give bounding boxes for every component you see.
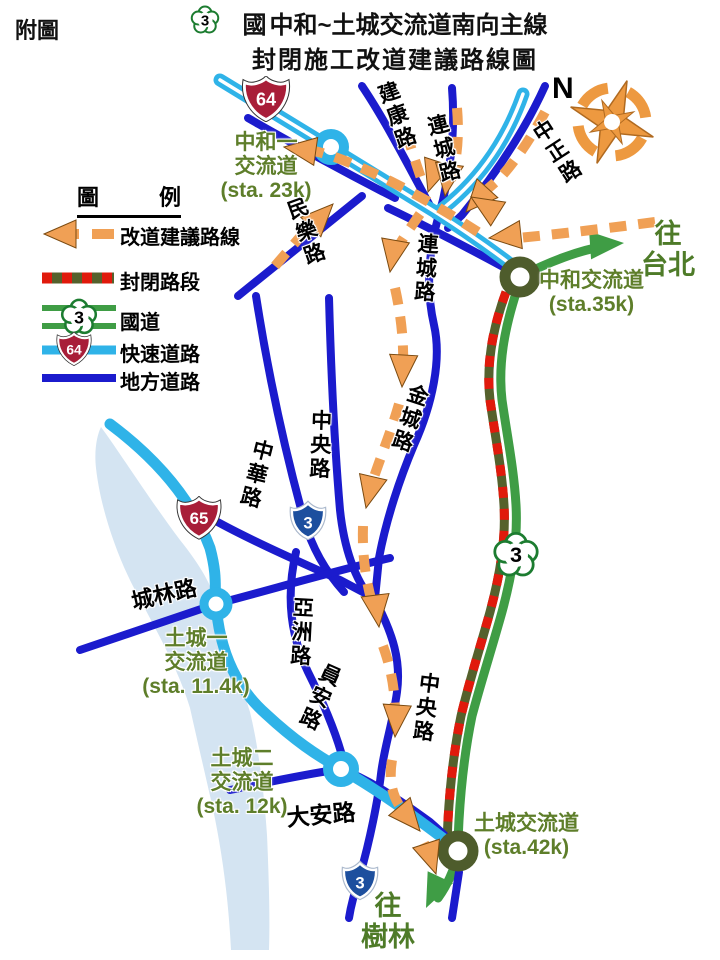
national-3-shield-title: 3 bbox=[190, 5, 220, 34]
svg-text:65: 65 bbox=[190, 509, 209, 528]
expressway-64-shield: 64 bbox=[241, 76, 291, 122]
svg-text:64: 64 bbox=[256, 90, 276, 110]
compass-north-label: N bbox=[552, 72, 574, 105]
road-label-daan: 大安路 bbox=[285, 798, 357, 831]
svg-text:3: 3 bbox=[201, 13, 209, 30]
legend-closed-label: 封閉路段 bbox=[120, 272, 200, 294]
interchange-label-zhonghe1: 中和一 交流道 (sta. 23k) bbox=[220, 131, 312, 202]
svg-text:3: 3 bbox=[303, 513, 312, 532]
road-label-yazhou: 亞洲路 bbox=[287, 595, 314, 670]
provincial-3-shield-lower: 3 bbox=[341, 860, 379, 901]
compass-rose-icon bbox=[570, 80, 654, 164]
road-zhongyang-west bbox=[325, 294, 376, 604]
river bbox=[95, 427, 270, 950]
interchange-label-tucheng2: 土城二 交流道 (sta. 12k) bbox=[196, 747, 288, 818]
legend-local-label: 地方道路 bbox=[120, 372, 200, 394]
nh3-arrow-taipei bbox=[589, 231, 624, 260]
page-title-line1: 國 3 中和~土城交流道南向主線 bbox=[190, 5, 600, 40]
legend-closed-swatch bbox=[42, 272, 114, 284]
direction-label-shulin: 往 樹林 bbox=[361, 891, 415, 952]
legend-detour-swatch bbox=[42, 219, 114, 249]
road-minle bbox=[234, 192, 366, 300]
legend-detour-label: 改道建議路線 bbox=[120, 227, 240, 249]
interchange-label-tucheng: 土城交流道 (sta.42k) bbox=[474, 812, 579, 859]
road-liancheng-jincheng bbox=[371, 214, 442, 602]
provincial-3-shield-upper: 3 bbox=[289, 500, 327, 541]
legend-expressway-label: 快速道路 bbox=[120, 344, 200, 366]
corner-label: 附圖 bbox=[15, 18, 60, 43]
road-zhonghua bbox=[252, 292, 348, 596]
expressway-65-shield: 65 bbox=[176, 496, 222, 540]
road-yazhou-yuanan bbox=[286, 548, 345, 773]
svg-text:64: 64 bbox=[66, 342, 82, 357]
road-south-stub bbox=[448, 868, 463, 922]
detour-route-arrows bbox=[282, 136, 523, 876]
legend-title: 圖 例 bbox=[77, 180, 181, 218]
title-main-text: 中和~土城交流道南向主線 bbox=[269, 12, 548, 39]
svg-text:3: 3 bbox=[74, 307, 84, 327]
ring-tucheng1-interchange bbox=[199, 587, 233, 621]
nh3-arrow-shulin bbox=[426, 871, 454, 908]
road-connector bbox=[210, 516, 378, 602]
svg-text:3: 3 bbox=[510, 542, 522, 567]
ring-tucheng-interchange bbox=[437, 830, 479, 872]
road-frontage-se bbox=[384, 204, 509, 272]
page-title-line2: 封閉施工改道建議路線圖 bbox=[252, 47, 538, 74]
expressway-64-shield-legend: 64 bbox=[56, 332, 92, 366]
road-label-zhongyang-west: 中央路 bbox=[306, 408, 332, 482]
ring-zhonghe-interchange bbox=[499, 256, 541, 298]
road-label-liancheng-south: 連城路 bbox=[410, 231, 439, 306]
interchange-label-tucheng1: 土城一 交流道 (sta. 11.4k) bbox=[142, 627, 250, 698]
national-3-shield-map: 3 bbox=[493, 532, 539, 577]
legend-national-label: 國道 bbox=[120, 312, 160, 334]
road-liancheng-north bbox=[434, 84, 458, 222]
legend-local-swatch bbox=[42, 374, 116, 382]
direction-label-taipei: 往 台北 bbox=[641, 219, 695, 280]
national-3-shield-legend: 3 bbox=[60, 298, 98, 335]
ring-tucheng2-interchange bbox=[323, 751, 359, 787]
title-prefix: 國 bbox=[242, 12, 267, 39]
svg-text:3: 3 bbox=[355, 873, 364, 892]
interchange-label-zhonghe: 中和交流道 (sta.35k) bbox=[539, 269, 644, 316]
